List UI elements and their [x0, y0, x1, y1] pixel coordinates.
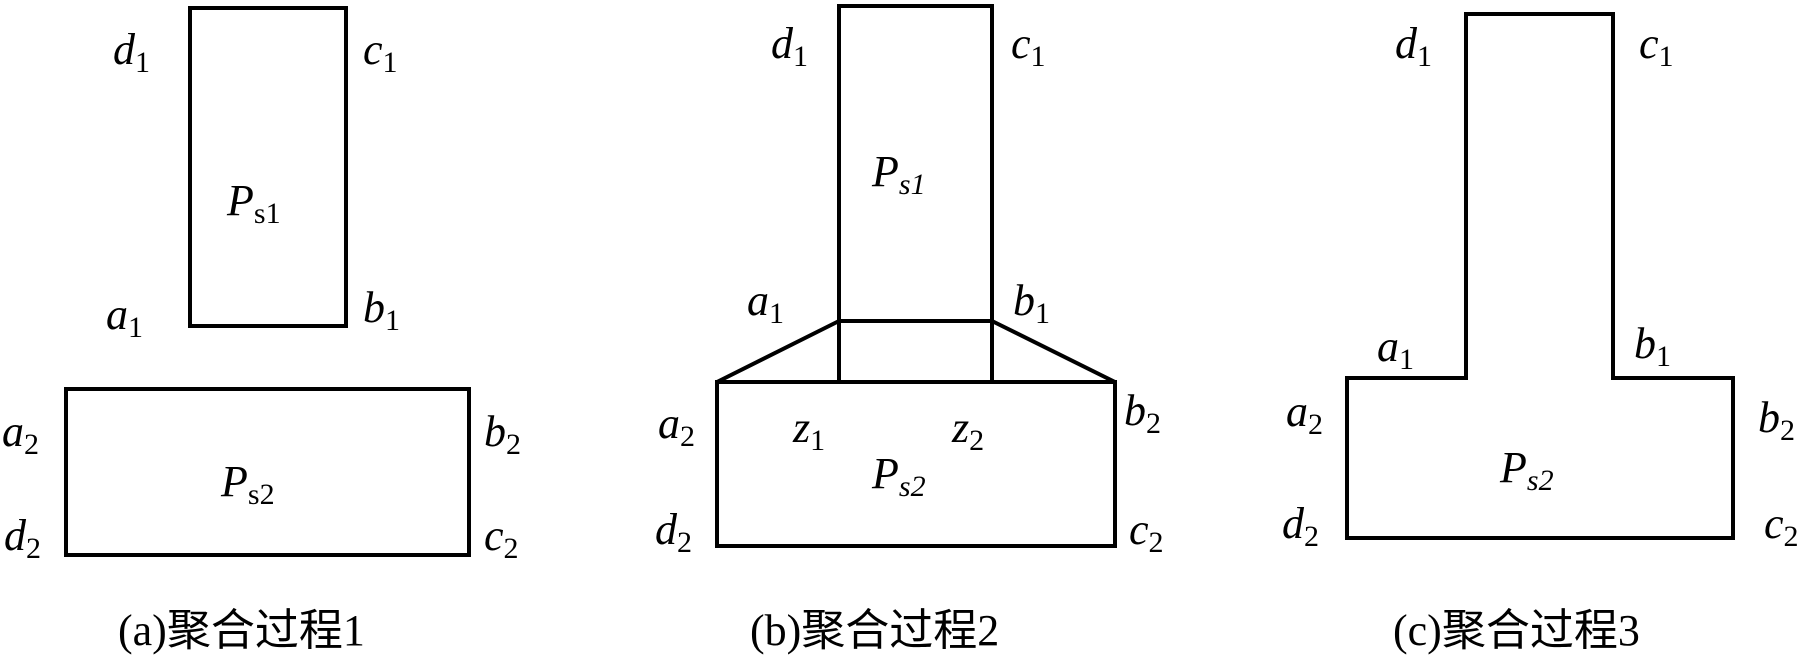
panel-b-label-ps2: Ps2 [871, 449, 926, 503]
panel-a-label-c2: c2 [484, 511, 519, 565]
panel-a-label-d2: d2 [4, 511, 41, 565]
panel-a-label-d1: d1 [113, 25, 150, 79]
panel-b-line-b1-b2 [991, 319, 1116, 384]
panel-b-line-a1-a2 [716, 319, 840, 384]
panel-c-label-d2: d2 [1282, 499, 1319, 553]
panel-c-label-c1: c1 [1639, 19, 1674, 73]
panel-a-label-ps2: Ps2 [220, 457, 275, 511]
panel-b-label-d1: d1 [771, 19, 808, 73]
panel-b-label-d2: d2 [655, 505, 692, 559]
panel-b-label-b2: b2 [1124, 386, 1161, 440]
panel-a-rect-ps2 [64, 387, 471, 557]
panel-a-label-b2: b2 [484, 407, 521, 461]
panel-c-label-a1: a1 [1377, 322, 1414, 376]
panel-b-label-ps1: Ps1 [871, 147, 926, 201]
panel-a-rect-ps1 [188, 6, 348, 328]
panel-b: d1 c1 Ps1 a1 b1 a2 b2 z1 z2 Ps2 d2 c2 (b… [655, 4, 1164, 655]
panel-b-label-c2: c2 [1129, 505, 1164, 559]
panel-a-label-c1: c1 [363, 25, 398, 79]
panel-c-label-ps2: Ps2 [1499, 443, 1554, 497]
panel-c-label-a2: a2 [1286, 387, 1323, 441]
panel-b-label-a1: a1 [747, 276, 784, 330]
panel-a: d1 c1 Ps1 a1 b1 a2 b2 Ps2 d2 c2 (a)聚合过程1 [2, 6, 521, 655]
panel-b-label-z1: z1 [792, 403, 825, 457]
panel-a-label-a1: a1 [106, 290, 143, 344]
panel-b-label-c1: c1 [1011, 19, 1046, 73]
panel-c-label-b2: b2 [1758, 393, 1795, 447]
panel-c-merged-polygon [1345, 12, 1735, 540]
panel-b-label-b1: b1 [1013, 276, 1050, 330]
panel-a-label-a2: a2 [2, 407, 39, 461]
panel-c-label-c2: c2 [1764, 499, 1799, 553]
panel-b-caption: (b)聚合过程2 [750, 606, 999, 655]
panel-a-caption: (a)聚合过程1 [118, 606, 365, 655]
panel-c-label-d1: d1 [1395, 19, 1432, 73]
panel-c-caption: (c)聚合过程3 [1393, 606, 1640, 655]
panel-b-rect-ps2 [715, 380, 1117, 548]
panel-c-label-b1: b1 [1634, 319, 1671, 373]
panel-a-label-ps1: Ps1 [226, 176, 281, 230]
panel-c: d1 c1 a1 b1 a2 b2 Ps2 d2 c2 (c)聚合过程3 [1282, 12, 1799, 655]
panel-b-label-a2: a2 [658, 399, 695, 453]
panel-b-label-z2: z2 [951, 403, 984, 457]
panel-a-label-b1: b1 [363, 283, 400, 337]
